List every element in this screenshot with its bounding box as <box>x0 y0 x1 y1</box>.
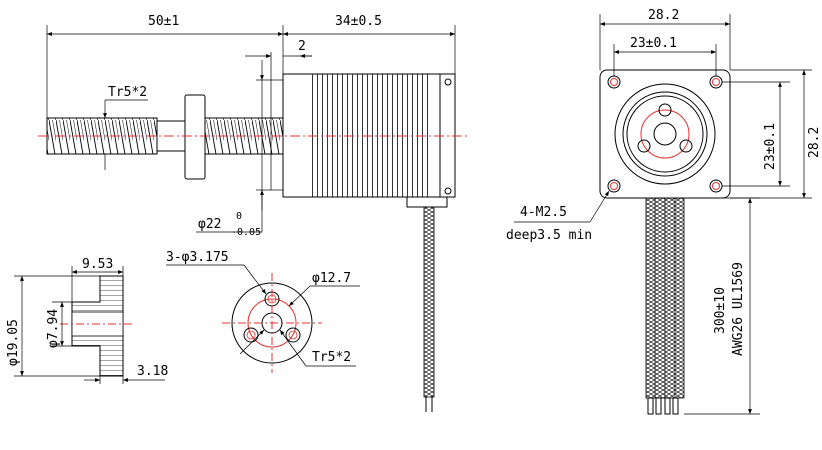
dim-flange: 3.18 <box>137 364 168 379</box>
nut-thread-spec: Tr5*2 <box>312 350 351 365</box>
dim-width: 9.53 <box>82 257 113 272</box>
dim-outer-dia: φ19.05 <box>6 319 21 366</box>
lead-nut <box>156 94 206 180</box>
pitch-circle <box>640 109 690 159</box>
side-thread-spec: Tr5*2 <box>108 85 147 100</box>
front-cable <box>645 197 685 415</box>
cable-length: 300±10 <box>713 287 728 334</box>
front-view: 28.2 23±0.1 23±0.1 28.2 4-M2.5 deep3.5 m… <box>506 8 822 415</box>
nut-side-view: 9.53 φ19.05 φ7.94 3.18 <box>6 257 168 384</box>
dim-inner-dia: φ7.94 <box>46 309 61 348</box>
side-view: 50±1 34±0.5 2 Tr5*2 φ22 0 -0.05 <box>38 14 470 412</box>
dim-motor-length: 34±0.5 <box>335 14 382 29</box>
holes-spec: 3-φ3.175 <box>166 250 229 265</box>
pcd: φ12.7 <box>312 271 351 286</box>
dim-diameter-main: φ22 <box>198 217 221 232</box>
side-cable <box>406 196 448 412</box>
screw-spec: 4-M2.5 <box>520 205 567 220</box>
nut-front-view: 3-φ3.175 φ12.7 Tr5*2 <box>166 250 360 373</box>
screw-depth: deep3.5 min <box>506 228 592 243</box>
mounting-holes <box>607 75 723 193</box>
dim-tol-lower: -0.05 <box>231 227 261 238</box>
motor-face <box>599 69 731 199</box>
dim-height-overall: 28.2 <box>807 127 822 158</box>
dim-tol-upper: 0 <box>236 211 242 222</box>
dim-width-overall: 28.2 <box>648 8 679 23</box>
boss-outer <box>614 83 716 185</box>
dim-hole-spacing: 23±0.1 <box>630 36 677 51</box>
dim-boss: 2 <box>298 39 306 54</box>
dim-hole-spacing-vertical: 23±0.1 <box>763 123 778 170</box>
cable-spec: AWG26 UL1569 <box>731 262 746 356</box>
dim-lead-length: 50±1 <box>148 14 179 29</box>
